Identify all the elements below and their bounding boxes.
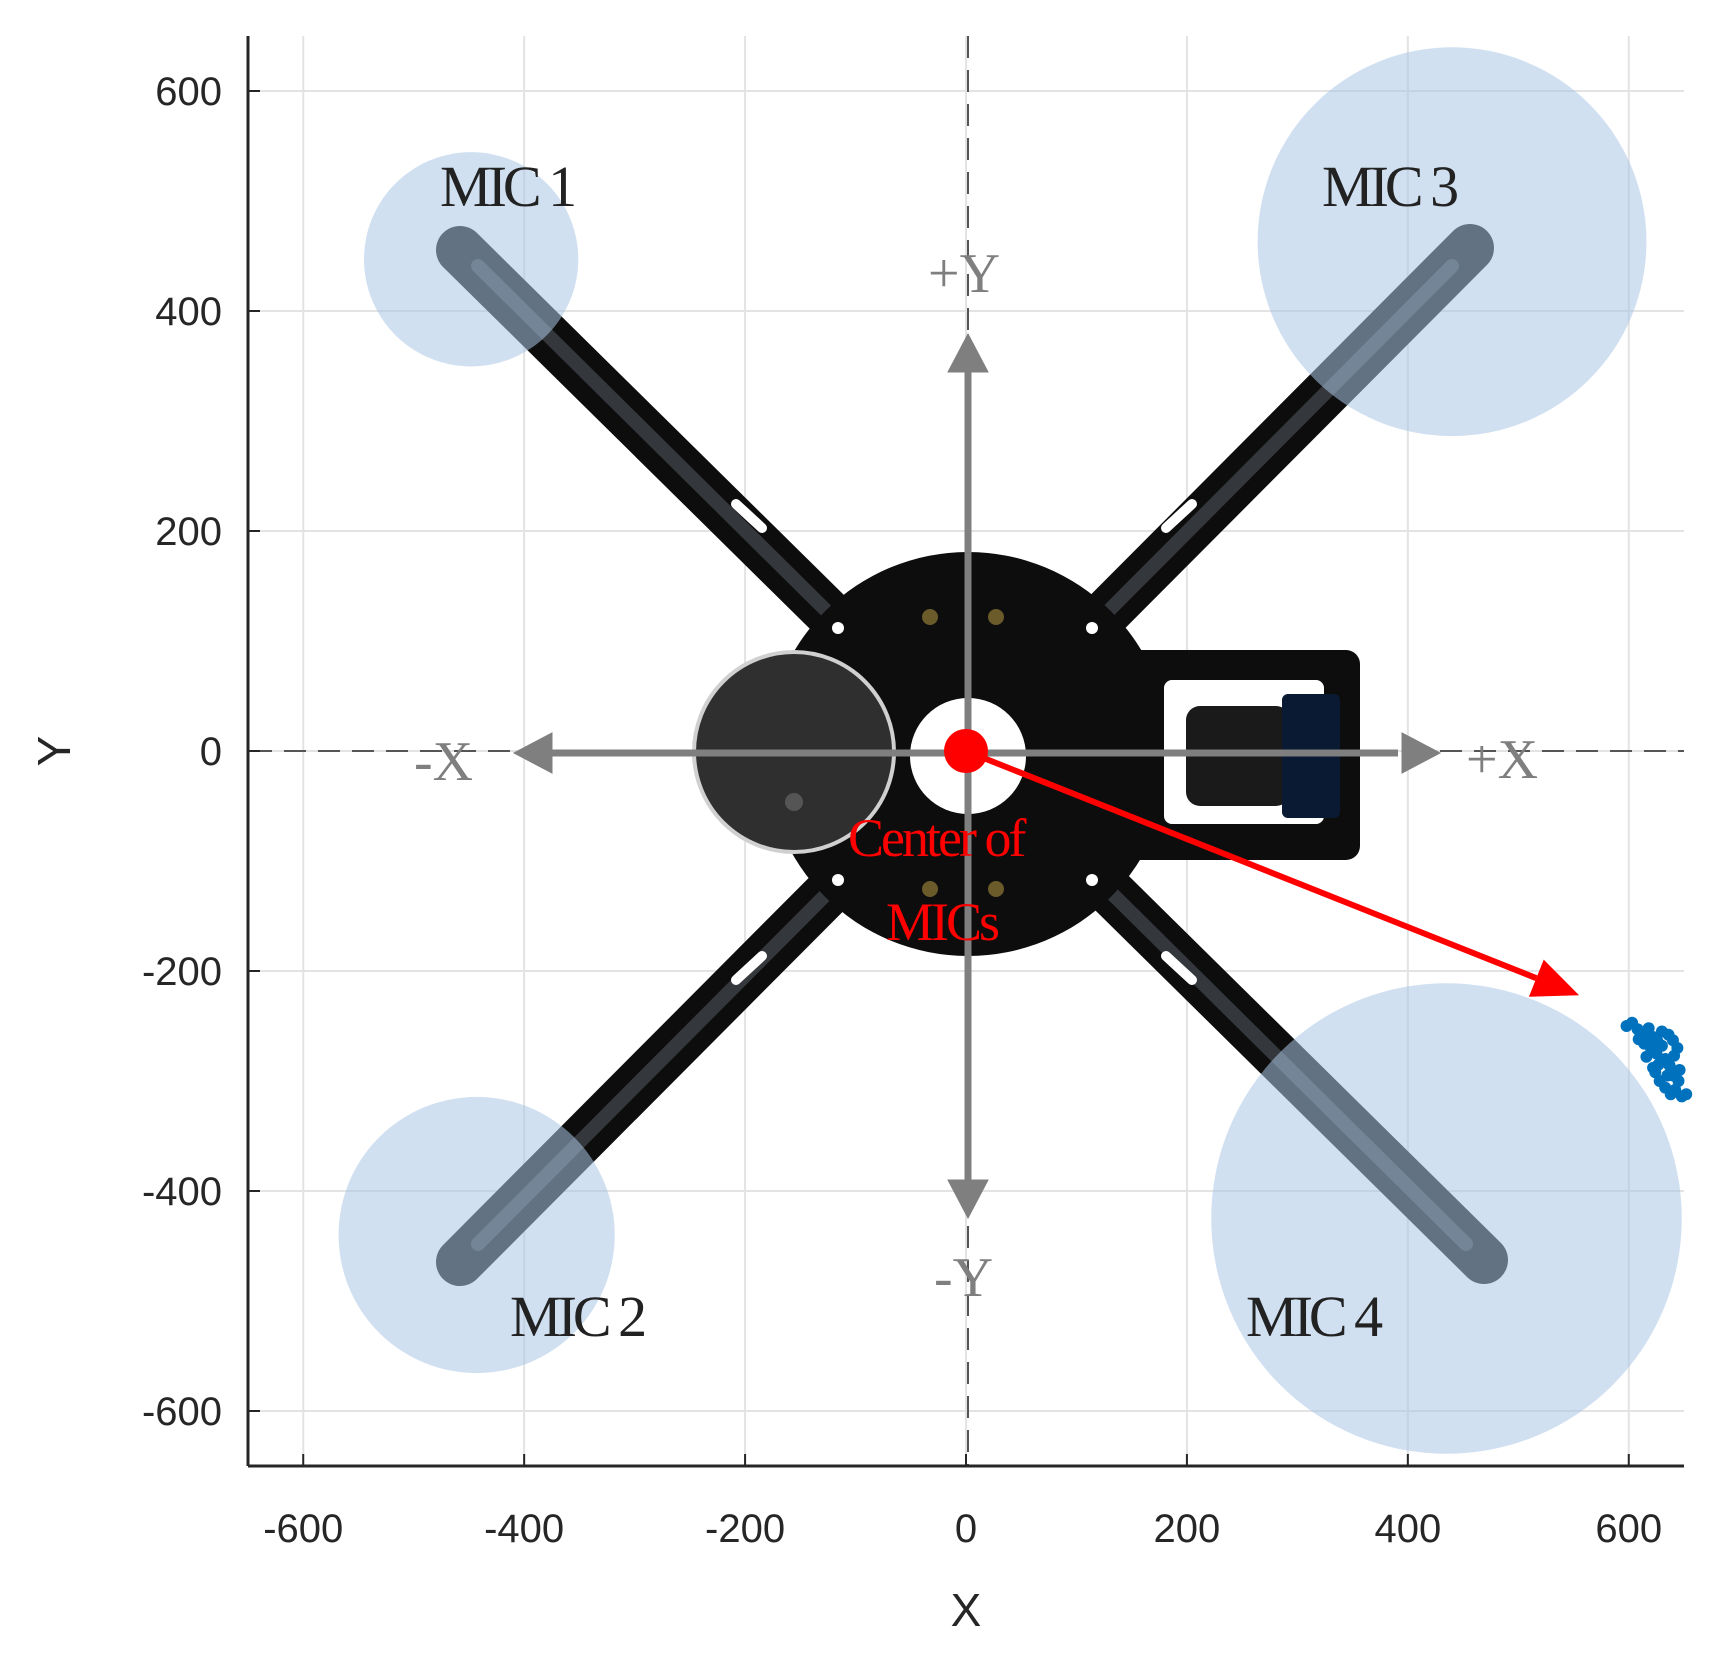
estimated-point [1680,1088,1693,1101]
mic-region-circle [363,152,579,367]
y-tick-label: -400 [142,1170,222,1214]
mic-region-circle [1211,983,1682,1454]
x-tick-label: -600 [263,1507,343,1551]
y-tick-label: 200 [155,510,222,554]
y-tick-label: 600 [155,70,222,114]
direction-vector-line [964,748,1538,981]
center-marker [944,729,988,773]
estimated-points [1620,1016,1693,1103]
y-axis-label: Y [28,736,80,767]
estimated-point [1642,1022,1655,1035]
estimated-point [1640,1050,1653,1063]
y-tick-label: 0 [200,730,222,774]
mic-regions: MIC 1 MIC 2 MIC 3 MIC 4 [338,47,1682,1454]
estimated-point [1632,1033,1645,1046]
center-label-line1: Center of [848,808,1026,868]
pos-y-label: +Y [928,243,1000,305]
neg-y-label: -Y [934,1247,993,1309]
x-tick-label: 0 [955,1507,977,1551]
x-tick-label: 600 [1595,1507,1662,1551]
mic-label: MIC 4 [1246,1284,1383,1349]
y-tick-label: 400 [155,290,222,334]
x-tick-label: 400 [1374,1507,1441,1551]
estimated-point [1650,1047,1663,1060]
mic-label: MIC 3 [1322,154,1457,219]
estimated-point [1666,1069,1679,1082]
x-tick-label: -400 [484,1507,564,1551]
mic-label: MIC 1 [440,154,574,219]
mic-region-circle [338,1096,615,1374]
mic-region-circle [1257,47,1647,437]
y-tick-label: -200 [142,950,222,994]
estimated-point [1651,1035,1664,1048]
center-label-line2: MICs [886,892,999,952]
direction-vector-arrowhead [1528,959,1580,997]
estimated-point [1647,1061,1660,1074]
neg-x-label: -X [414,731,473,793]
mic-label: MIC 2 [510,1284,644,1349]
direction-labels: +Y -Y -X +X [414,243,1538,1309]
x-tick-label: 200 [1154,1507,1221,1551]
y-tick-label: -600 [142,1390,222,1434]
tick-labels: -600 -400 -200 0 200 400 600 -600 -400 -200 0 200 40… [142,70,1662,1551]
x-tick-label: -200 [705,1507,785,1551]
estimated-point [1663,1059,1676,1072]
x-axis-label: X [951,1584,982,1636]
pos-x-label: +X [1466,729,1538,791]
